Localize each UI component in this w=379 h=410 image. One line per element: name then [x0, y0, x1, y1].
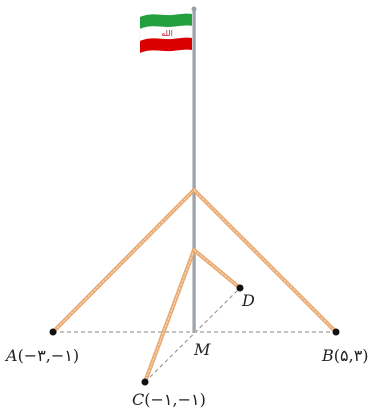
- point-c: [141, 378, 149, 386]
- label-a: A(−۳,−۱): [4, 346, 79, 365]
- rope-to-c: [143, 248, 196, 384]
- flag-green-stripe: [140, 13, 192, 29]
- anchor-points: [49, 284, 340, 386]
- rope-to-d: [192, 248, 242, 290]
- ropes: [51, 188, 338, 384]
- point-a: [49, 328, 57, 336]
- flagpole-finial: [191, 6, 197, 12]
- label-m: M: [193, 340, 211, 359]
- rope-to-a: [51, 188, 196, 334]
- flag-red-stripe: [140, 37, 192, 53]
- point-labels: A(−۳,−۱) B(۵,۳) C(−۱,−۱) D M: [4, 291, 369, 409]
- flagpole: [192, 10, 196, 333]
- label-c: C(−۱,−۱): [132, 390, 206, 409]
- flag-emblem: الله: [161, 29, 173, 38]
- dashed-line-c-d: [144, 287, 241, 383]
- label-b: B(۵,۳): [321, 346, 369, 365]
- point-b: [332, 328, 340, 336]
- label-d: D: [241, 291, 255, 310]
- iran-flag: الله: [139, 13, 193, 53]
- rope-to-b: [192, 188, 338, 334]
- point-d: [236, 284, 244, 292]
